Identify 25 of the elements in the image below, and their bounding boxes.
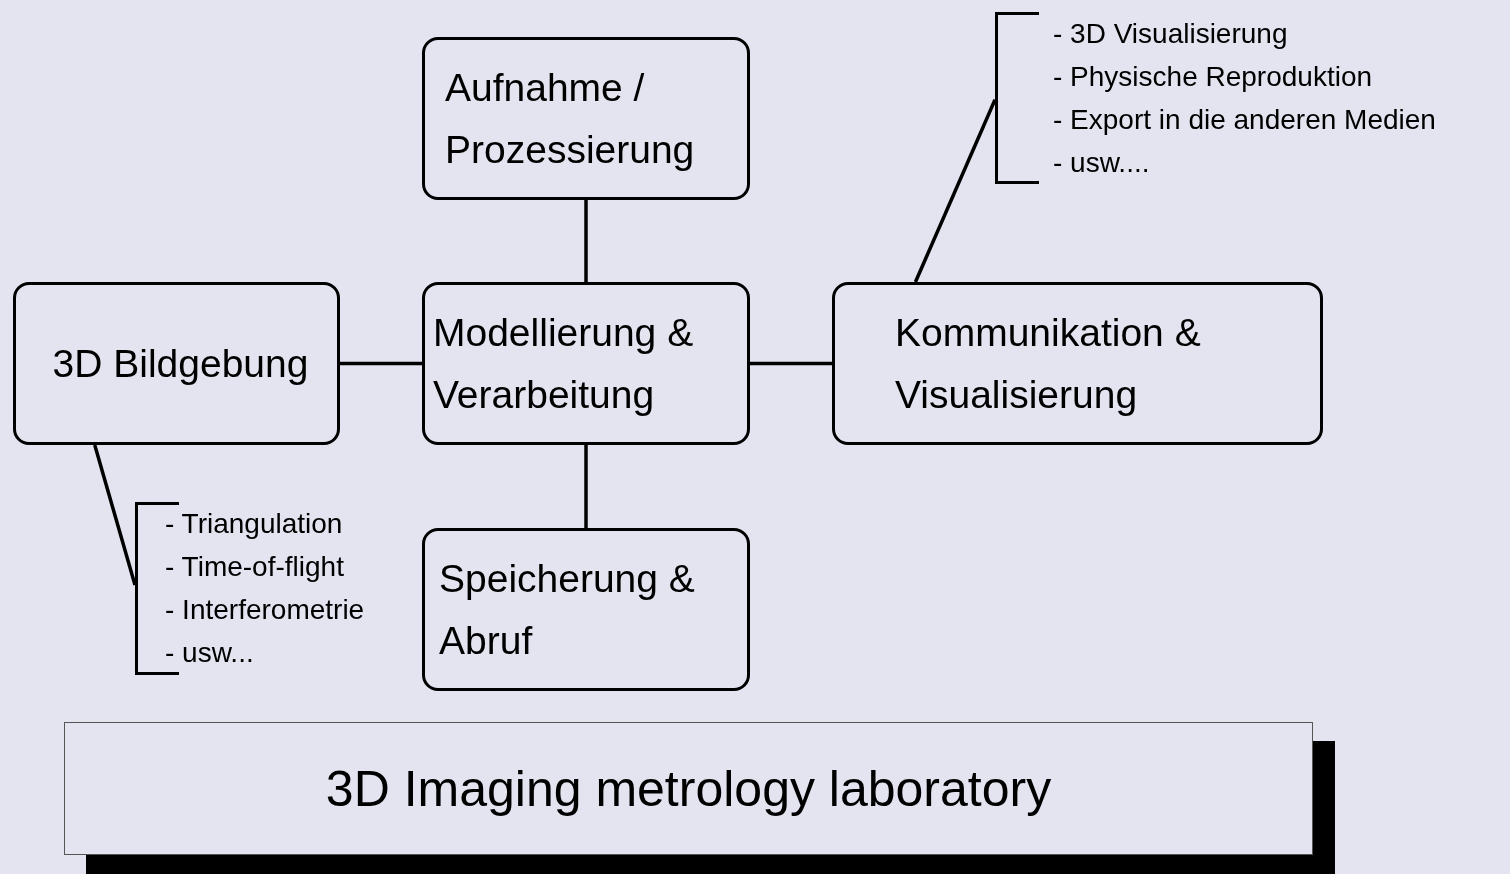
list-item: - Export in die anderen Medien — [1053, 102, 1436, 137]
list-item: - usw... — [165, 636, 255, 671]
box-label: Aufnahme / Prozessierung — [445, 64, 696, 173]
connector-line — [93, 444, 137, 586]
process-box — [422, 37, 750, 200]
connector-line — [584, 445, 588, 528]
list-item: - Time-of-flight — [165, 549, 345, 584]
connector-line — [340, 361, 422, 366]
connector-line — [913, 99, 997, 283]
process-box — [422, 282, 750, 445]
list-item: - Interferometrie — [165, 593, 365, 628]
list-item: - Triangulation — [165, 506, 344, 541]
list-item: - Physische Reproduktion — [1053, 59, 1374, 94]
box-label: Modellierung & Verarbeitung — [433, 309, 695, 418]
process-box — [832, 282, 1323, 445]
connector-line — [584, 200, 588, 282]
box-label: 3D Bildgebung — [51, 340, 310, 387]
process-box — [13, 282, 340, 445]
box-label: Kommunikation & Visualisierung — [895, 309, 1202, 418]
list-item: - usw.... — [1053, 145, 1151, 180]
banner-title: 3D Imaging metrology laboratory — [325, 759, 1052, 819]
process-box — [422, 528, 750, 691]
list-item: - 3D Visualisierung — [1053, 16, 1289, 51]
connector-line — [750, 361, 832, 366]
box-label: Speicherung & Abruf — [439, 555, 696, 664]
